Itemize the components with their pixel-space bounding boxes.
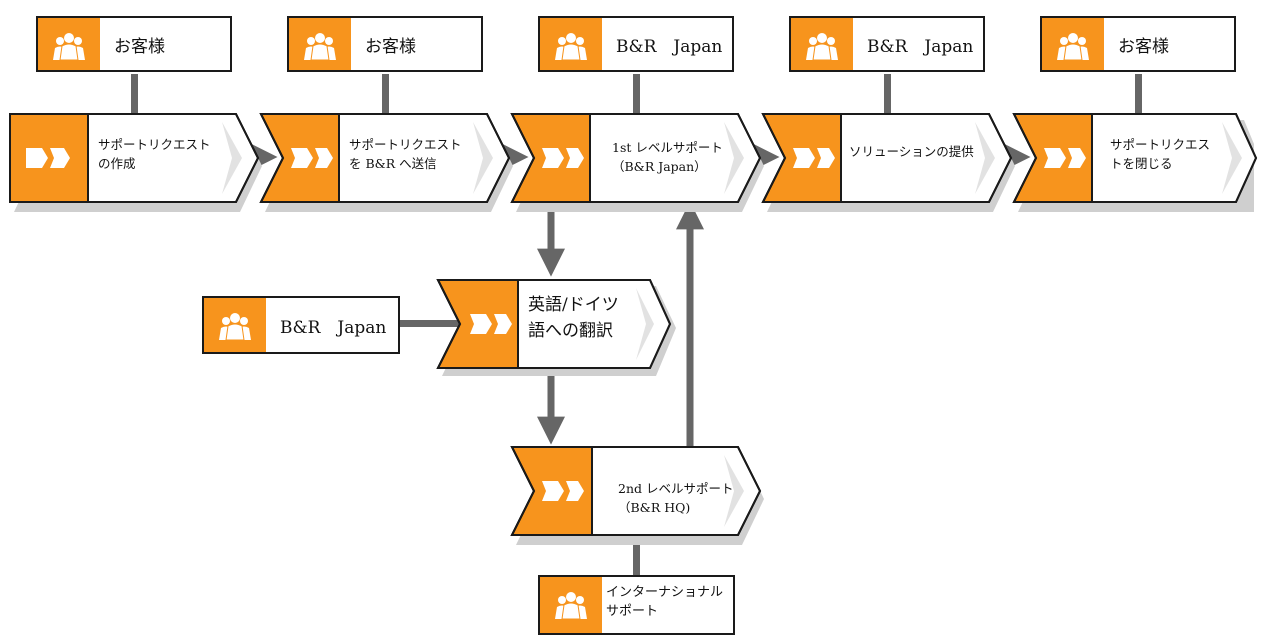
step-label-line: トを閉じる: [1110, 156, 1173, 171]
step-close-request: サポートリクエストを閉じる: [1012, 113, 1258, 212]
double-chevron-icon: [26, 148, 70, 168]
actor-label: お客様: [1118, 36, 1169, 57]
actor-badge: [38, 18, 100, 70]
actor-badge: [204, 298, 266, 352]
step-label-line: サポートリクエス: [1110, 137, 1211, 152]
double-chevron-icon: [793, 148, 835, 168]
step-provide-solution: ソリューションの提供: [761, 113, 1015, 212]
step-create-request: サポートリクエストの作成: [9, 113, 262, 212]
double-chevron-icon: [470, 314, 512, 334]
actor-label: B&R Japan: [280, 317, 387, 338]
actor-badge: [289, 18, 351, 70]
group-of-people-icon: [555, 33, 587, 61]
chevron-shape: [510, 446, 764, 545]
step-label-line: 1st レベルサポート: [612, 140, 723, 155]
double-chevron-icon: [1044, 148, 1086, 168]
step-second-level-support: 2nd レベルサポート （B&R HQ): [510, 446, 764, 545]
double-chevron-icon: [542, 481, 584, 501]
actor-label: お客様: [365, 36, 416, 57]
actor-customer: お客様: [287, 16, 483, 72]
chevron-shape: [9, 113, 262, 212]
step-label-line: を B&R へ送信: [349, 156, 437, 171]
step-label-line: 英語/ドイツ: [528, 295, 619, 315]
step-label-line: の作成: [98, 156, 136, 171]
connector-line: [884, 74, 891, 116]
group-of-people-icon: [304, 33, 336, 61]
actor-customer: お客様: [1040, 16, 1236, 72]
step-label-line: ソリューションの提供: [849, 144, 974, 159]
actor-label: お客様: [114, 36, 165, 57]
actor-badge: [540, 18, 602, 70]
actor-customer: お客様: [36, 16, 232, 72]
actor-international-support: インターナショナルサポート: [538, 575, 735, 635]
connector-line: [382, 74, 389, 116]
connector-line: [633, 537, 640, 579]
step-send-request: サポートリクエストを B&R へ送信: [259, 113, 513, 212]
chevron-shape: [259, 113, 513, 212]
step-label-line: 2nd レベルサポート: [618, 481, 734, 496]
actor-br-japan: B&R Japan: [789, 16, 985, 72]
double-chevron-icon: [542, 148, 584, 168]
group-of-people-icon: [53, 33, 85, 61]
step-label-line: （B&R Japan）: [612, 159, 707, 174]
step-label-line: サポートリクエスト: [349, 137, 462, 152]
step-translation: 英語/ドイツ語への翻訳: [436, 279, 676, 376]
group-of-people-icon: [806, 33, 838, 61]
step-label-line: サポートリクエスト: [98, 137, 211, 152]
group-of-people-icon: [219, 313, 251, 341]
group-of-people-icon: [1057, 33, 1089, 61]
double-chevron-icon: [291, 148, 333, 168]
connector-line: [398, 320, 462, 327]
step-label-line: 語への翻訳: [528, 321, 613, 341]
connector-line: [1135, 74, 1142, 116]
actor-label: B&R Japan: [867, 36, 974, 57]
chevron-shape: [761, 113, 1015, 212]
actor-br-japan: B&R Japan: [202, 296, 400, 354]
connector-line: [633, 74, 640, 116]
actor-badge: [540, 577, 602, 633]
actor-label: インターナショナルサポート: [606, 585, 724, 619]
group-of-people-icon: [555, 592, 587, 620]
connector-line: [131, 74, 138, 116]
chevron-shape: [510, 113, 764, 212]
actor-label: B&R Japan: [616, 36, 723, 57]
actor-badge: [791, 18, 853, 70]
chevron-shape: [1012, 113, 1258, 212]
chevron-shape: [436, 279, 676, 376]
step-label-line: （B&R HQ): [618, 500, 691, 515]
step-first-level-support: 1st レベルサポート （B&R Japan）: [510, 113, 764, 212]
actor-badge: [1042, 18, 1104, 70]
actor-br-japan: B&R Japan: [538, 16, 734, 72]
